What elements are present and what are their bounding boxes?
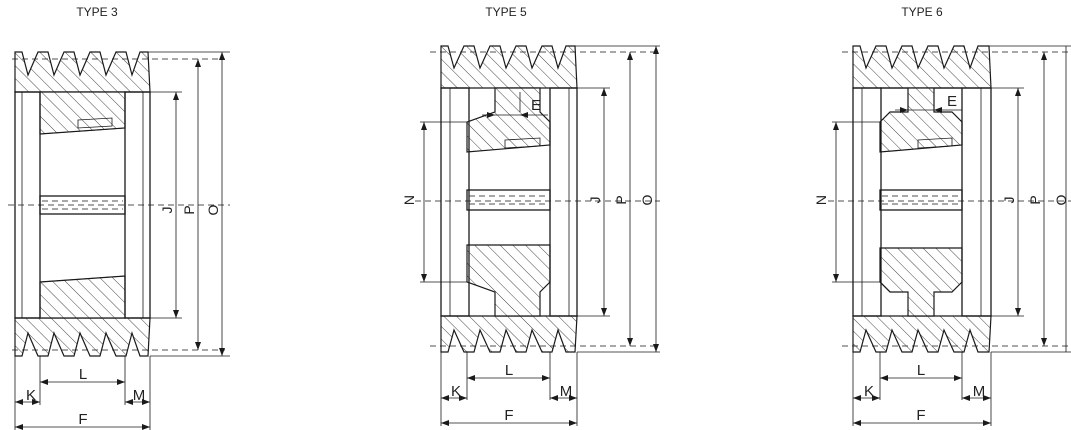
- type-6-diagram: TYPE 6: [813, 5, 1071, 426]
- type-6-dim-j: J: [1001, 197, 1017, 204]
- type-5-dim-m: M: [560, 383, 573, 400]
- type-5-dim-k: K: [451, 383, 461, 400]
- type-5-dim-n: N: [401, 195, 417, 205]
- type-3-title: TYPE 3: [76, 5, 118, 19]
- type-5-pulley-body: [440, 45, 578, 353]
- type-5-dimensions: E N J P O: [401, 45, 660, 426]
- type-6-dim-o: O: [1053, 194, 1069, 205]
- type-3-dimensions: J P O L K M F: [8, 51, 230, 430]
- type-6-title: TYPE 6: [901, 5, 943, 19]
- type-3-dim-j: J: [159, 207, 175, 214]
- type-5-dim-f: F: [504, 407, 513, 424]
- type-3-dim-m: M: [133, 387, 146, 404]
- type-6-dim-f: F: [916, 407, 925, 424]
- type-6-dim-n: N: [813, 195, 829, 205]
- type-5-dim-p: P: [613, 195, 629, 204]
- type-6-dim-l: L: [917, 362, 925, 379]
- type-3-diagram: TYPE 3: [8, 5, 230, 430]
- type-6-dim-k: K: [864, 383, 874, 400]
- type-3-dim-p: P: [181, 205, 197, 214]
- type-3-dim-l: L: [79, 366, 87, 383]
- type-6-dimensions: E N J P O: [813, 45, 1071, 426]
- type-5-dim-e: E: [531, 97, 541, 114]
- type-3-dim-f: F: [78, 411, 87, 428]
- type-5-title: TYPE 5: [485, 5, 527, 19]
- type-5-dim-j: J: [587, 197, 603, 204]
- type-6-dim-e: E: [947, 93, 957, 110]
- type-3-dim-o: O: [205, 204, 221, 215]
- type-3-dim-k: K: [26, 387, 36, 404]
- type-5-diagram: TYPE 5: [401, 5, 660, 426]
- type-5-dim-l: L: [505, 362, 513, 379]
- type-3-pulley-body: [14, 51, 151, 357]
- type-6-dim-p: P: [1027, 195, 1043, 204]
- type-6-dim-m: M: [973, 383, 986, 400]
- type-5-dim-o: O: [639, 194, 655, 205]
- type-6-pulley-body: [852, 45, 992, 353]
